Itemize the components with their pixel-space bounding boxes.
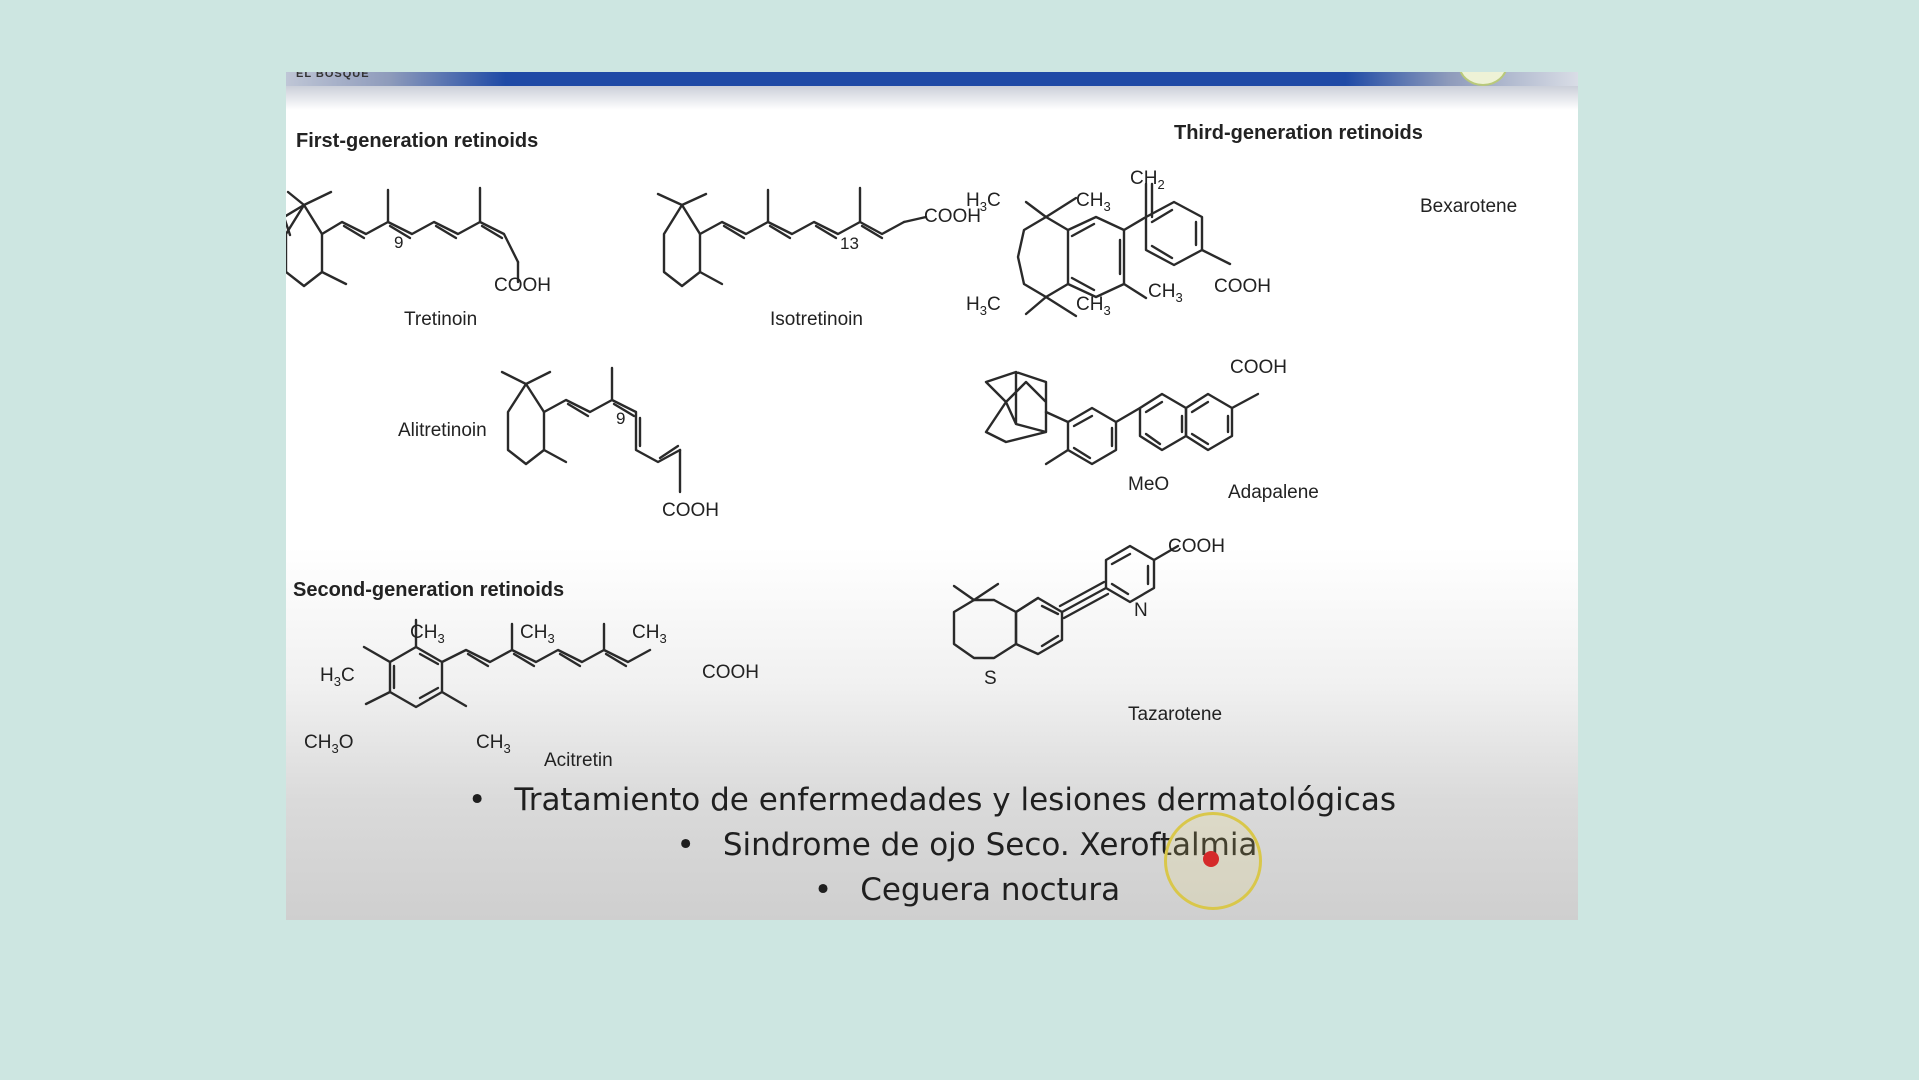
mouse-pointer-dot <box>1203 851 1219 867</box>
tazarotene-cooh: COOH <box>1168 536 1225 557</box>
bexarotene-cooh: COOH <box>1214 276 1271 297</box>
alitretinoin-label: Alitretinoin <box>398 420 487 441</box>
alitretinoin-cooh-label: COOH <box>662 500 719 521</box>
bullet-text-1: Tratamiento de enfermedades y lesiones d… <box>514 782 1396 818</box>
tretinoin-structure <box>286 186 520 288</box>
adapalene-label: Adapalene <box>1228 482 1319 503</box>
bexarotene-structure <box>1016 182 1232 318</box>
bexarotene-h3c-2: H3C <box>966 294 1001 318</box>
retinoid-structures-figure: COOH 9 COOH 13 9 COOH COOH CH3 CH3 CH3 H… <box>286 168 1517 771</box>
isotretinoin-label: Isotretinoin <box>770 309 863 330</box>
bullet-dot: • <box>468 782 487 818</box>
adapalene-structure <box>984 370 1260 466</box>
bexarotene-label: Bexarotene <box>1420 196 1517 217</box>
isotretinoin-position-13: 13 <box>840 234 859 253</box>
bexarotene-ch2: CH2 <box>1130 168 1165 192</box>
bexarotene-ch3-1: CH3 <box>1076 190 1111 214</box>
tazarotene-n: N <box>1134 600 1148 621</box>
second-generation-heading: Second-generation retinoids <box>293 579 565 601</box>
bullet-item-3: • Ceguera noctura <box>286 872 1578 908</box>
university-logo-text: EL BOSQUE <box>296 72 370 80</box>
acitretin-cooh-label: COOH <box>702 662 759 683</box>
bullet-item-2: •Sindrome de ojo Seco. Xeroftalmia <box>286 827 1578 863</box>
acitretin-ch3-top-1: CH3 <box>410 622 445 646</box>
header-shadow <box>286 86 1578 110</box>
acitretin-ch3-top-2: CH3 <box>520 622 555 646</box>
third-generation-heading: Third-generation retinoids <box>1174 122 1423 144</box>
tretinoin-label: Tretinoin <box>404 309 477 330</box>
bexarotene-ch3-2: CH3 <box>1076 294 1111 318</box>
bexarotene-ch3-3: CH3 <box>1148 281 1183 305</box>
adapalene-cooh: COOH <box>1230 357 1287 378</box>
adapalene-meo: MeO <box>1128 474 1169 495</box>
acitretin-ch3-top-3: CH3 <box>632 622 667 646</box>
bullet-dot: • <box>676 827 695 863</box>
isotretinoin-cooh-label: COOH <box>924 206 981 227</box>
bullet-item-1: • Tratamiento de enfermedades y lesiones … <box>286 782 1578 818</box>
acitretin-structure <box>362 618 652 709</box>
acitretin-label: Acitretin <box>544 750 613 771</box>
alitretinoin-structure <box>500 366 682 494</box>
tazarotene-structure <box>952 544 1180 660</box>
acitretin-ch3-bottom: CH3 <box>476 732 511 756</box>
slide-header-bar <box>286 72 1578 86</box>
acitretin-h3c: H3C <box>320 665 355 689</box>
tazarotene-label: Tazarotene <box>1128 704 1222 725</box>
tazarotene-s: S <box>984 668 997 689</box>
bullet-text-3: Ceguera noctura <box>860 872 1121 908</box>
isotretinoin-structure <box>656 186 928 288</box>
presentation-slide: EL BOSQUE <box>286 72 1578 920</box>
bexarotene-h3c-1: H3C <box>966 190 1001 214</box>
alitretinoin-position-9: 9 <box>616 409 625 428</box>
tretinoin-position-9: 9 <box>394 233 403 252</box>
acitretin-ch3o: CH3O <box>304 732 353 756</box>
bullet-dot: • <box>813 872 833 908</box>
first-generation-heading: First-generation retinoids <box>296 130 539 152</box>
tretinoin-cooh-label: COOH <box>494 275 551 296</box>
